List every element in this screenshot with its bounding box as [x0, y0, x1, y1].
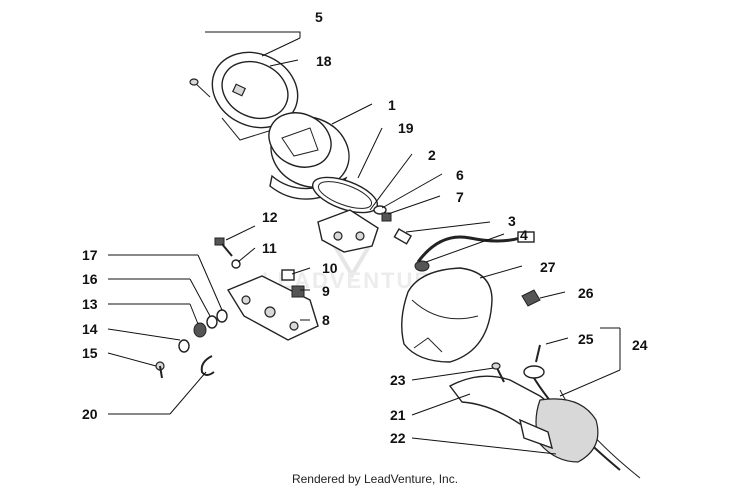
part-wire-4 — [416, 231, 535, 263]
part-nut-9 — [291, 285, 305, 298]
leader-lines — [107, 31, 621, 455]
part-spacer-17 — [216, 309, 228, 323]
callout-18: 18 — [316, 53, 332, 69]
part-screw-5 — [189, 78, 211, 98]
part-spacer-16 — [206, 315, 218, 329]
part-cap-26 — [521, 289, 541, 307]
callout-9: 9 — [322, 283, 330, 299]
callout-2: 2 — [428, 147, 436, 163]
callout-25: 25 — [578, 331, 594, 347]
callout-3: 3 — [508, 213, 516, 229]
callout-15: 15 — [82, 345, 98, 361]
callout-7: 7 — [456, 189, 464, 205]
part-bracket-2 — [317, 209, 379, 253]
callout-10: 10 — [322, 260, 338, 276]
part-nut-7 — [381, 212, 392, 222]
callout-6: 6 — [456, 167, 464, 183]
callout-22: 22 — [390, 430, 406, 446]
part-clip-20 — [200, 355, 215, 376]
callout-26: 26 — [578, 285, 594, 301]
part-washer-14 — [178, 339, 190, 353]
callout-19: 19 — [398, 120, 414, 136]
part-bolt-12 — [214, 237, 233, 257]
part-cover-22 — [519, 398, 599, 463]
callout-5: 5 — [315, 9, 323, 25]
callout-21: 21 — [390, 407, 406, 423]
callout-24: 24 — [632, 337, 648, 353]
part-screw-23 — [491, 362, 505, 383]
part-speedometer-1 — [268, 112, 350, 200]
callout-1: 1 — [388, 97, 396, 113]
callout-13: 13 — [82, 296, 98, 312]
callout-17: 17 — [82, 247, 98, 263]
part-screw-15 — [155, 361, 165, 379]
callout-14: 14 — [82, 321, 98, 337]
callout-labels: 5 18 1 19 2 6 7 3 4 27 26 25 24 23 21 22… — [82, 9, 648, 446]
part-bulb-socket-3 — [393, 228, 430, 272]
part-bushing-10 — [281, 269, 295, 281]
part-housing-27 — [401, 267, 493, 363]
callout-8: 8 — [322, 312, 330, 328]
callout-11: 11 — [262, 240, 277, 256]
part-plate-8 — [226, 275, 319, 341]
callout-12: 12 — [262, 209, 278, 225]
callout-4: 4 — [520, 227, 528, 243]
part-spacer-13 — [193, 322, 207, 338]
callout-16: 16 — [82, 271, 98, 287]
callout-20: 20 — [82, 406, 98, 422]
part-bezel-18 — [211, 51, 299, 141]
callout-27: 27 — [540, 259, 556, 275]
footer-credit: Rendered by LeadVenture, Inc. — [291, 472, 459, 486]
callout-23: 23 — [390, 372, 406, 388]
